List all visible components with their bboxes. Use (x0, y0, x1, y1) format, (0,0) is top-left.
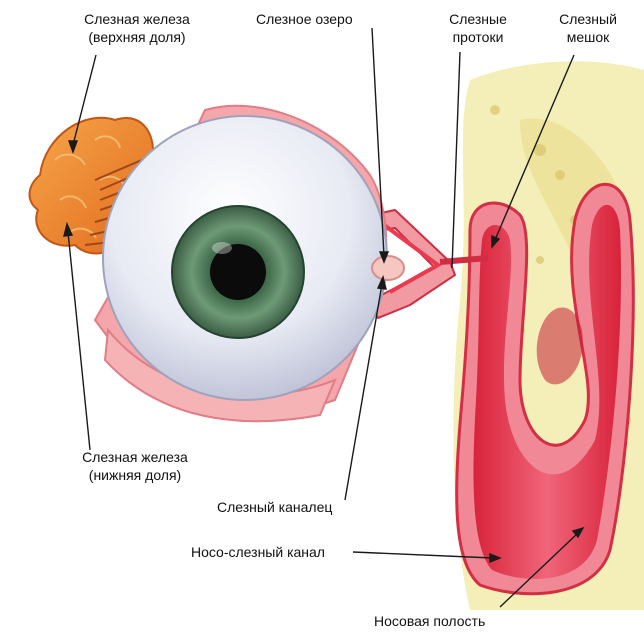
label-lacrimal-lake: Слезное озеро (256, 10, 353, 28)
label-nasal-cavity: Носовая полость (374, 612, 485, 630)
eyeball (103, 116, 387, 400)
label-sac-line1: Слезный (553, 10, 623, 28)
label-ducts-line1: Слезные (430, 10, 526, 28)
label-ducts-line2: протоки (430, 28, 526, 46)
label-lacrimal-ducts: Слезные протоки (430, 10, 526, 46)
label-nasolacrimal-canal: Носо-слезный канал (191, 543, 325, 561)
label-gland-lower: Слезная железа (нижняя доля) (60, 448, 210, 484)
label-gland-lower-line2: (нижняя доля) (60, 466, 210, 484)
label-gland-upper-line2: (верхняя доля) (62, 28, 212, 46)
label-lacrimal-canaliculus: Слезный каналец (217, 498, 332, 516)
label-lacrimal-sac: Слезный мешок (553, 10, 623, 46)
label-sac-line2: мешок (553, 28, 623, 46)
lacrimal-lake (372, 256, 404, 280)
label-gland-upper-line1: Слезная железа (62, 10, 212, 28)
label-gland-upper: Слезная железа (верхняя доля) (62, 10, 212, 46)
label-gland-lower-line1: Слезная железа (60, 448, 210, 466)
